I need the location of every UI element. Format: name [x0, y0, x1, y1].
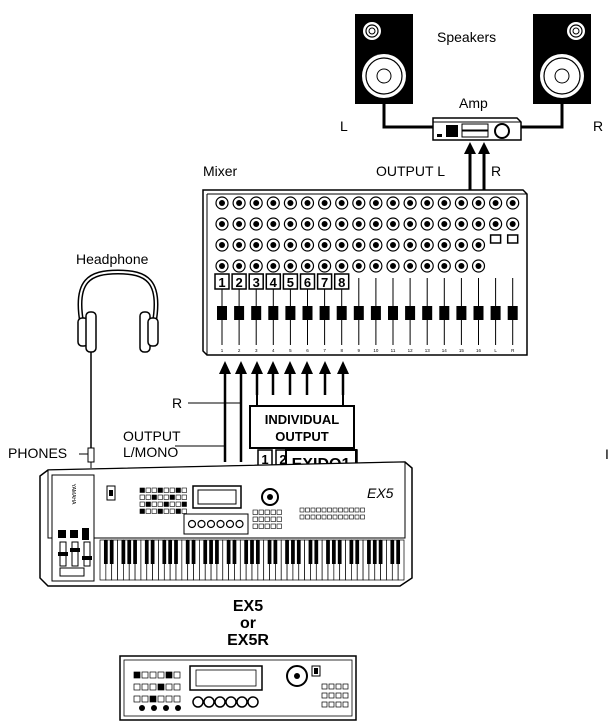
individual-output-box: INDIVIDUAL OUTPUT	[249, 405, 355, 449]
output-r-label: R	[491, 163, 501, 179]
right-channel-label: R	[593, 118, 603, 134]
output-l-mono-label-2: L/MONO	[123, 444, 178, 460]
cutoff-mark: I	[605, 446, 609, 462]
headphone-label: Headphone	[76, 251, 149, 267]
mixer-strip-number: 1	[221, 348, 224, 353]
mixer-strip: 14	[437, 196, 451, 353]
mixer-fader	[234, 306, 245, 320]
mixer-fader	[285, 306, 296, 320]
phones-label: PHONES	[8, 445, 67, 461]
signal-arrows	[219, 361, 349, 462]
mixer-strip-number: 4	[272, 348, 275, 353]
mixer-fader	[353, 306, 364, 320]
speakers-label: Speakers	[437, 29, 496, 45]
individual-output-label-2: OUTPUT	[275, 429, 329, 444]
mixer-strip: 7	[318, 196, 332, 353]
mixer-strip-number: 7	[323, 348, 326, 353]
brand-logo: YAMAHA	[70, 484, 76, 505]
mixer-strip-number: 10	[373, 348, 379, 353]
mixer-fader	[302, 306, 313, 320]
mixer-strip: 6	[300, 196, 315, 353]
mixer-channel-number: 7	[321, 275, 328, 290]
mixer-fader	[370, 306, 381, 320]
amp-label: Amp	[459, 95, 488, 111]
ex5-label: EX5	[233, 598, 263, 615]
mixer-strip-number: 6	[306, 348, 309, 353]
mixer-fader	[251, 306, 262, 320]
mixer-strip: 5	[283, 196, 297, 353]
ex5-keyboard: YAMAHA EX5	[39, 461, 413, 587]
speaker-left	[355, 14, 413, 104]
individual-output-number: 2	[279, 452, 286, 467]
mixer-strip-number: 9	[358, 348, 361, 353]
mixer-strip: 4	[266, 196, 280, 353]
mixer-strip-number: 5	[289, 348, 292, 353]
mixer-fader	[507, 306, 518, 320]
mixer-strip-number: 3	[255, 348, 258, 353]
mixer-strip-number: 12	[408, 348, 414, 353]
cable-speaker-right	[514, 104, 564, 129]
mixer-strip: 12	[403, 196, 417, 353]
mixer-strip: 1	[215, 196, 229, 353]
mixer-fader	[217, 306, 227, 320]
mixer-strip-number: L	[494, 348, 497, 353]
or-label: or	[240, 615, 256, 632]
mixer-channel-number: 1	[218, 275, 225, 290]
mixer-strip-number: 8	[340, 348, 343, 353]
ex5r-rack-unit	[119, 655, 357, 721]
individual-output-number: 1	[261, 452, 268, 467]
mixer-strip: 10	[369, 196, 383, 353]
mixer-channel-number: 5	[287, 275, 294, 290]
headphone	[77, 269, 159, 468]
mixer-fader	[405, 306, 416, 320]
individual-output-label-1: INDIVIDUAL	[265, 412, 339, 427]
mixer-strip: 16	[471, 196, 486, 353]
mixer-strip-number: 13	[425, 348, 431, 353]
mixer-fader	[422, 306, 433, 320]
r-output-label: R	[172, 395, 182, 411]
mixer-channel-number: 4	[270, 275, 278, 290]
mixer-channel-number: 3	[253, 275, 260, 290]
mixer-label: Mixer	[203, 163, 238, 179]
mixer-strip: 8	[335, 196, 349, 353]
mixer-fader	[268, 306, 279, 320]
mixer-strip: 11	[386, 196, 400, 353]
mixer-strip: R	[506, 196, 520, 353]
left-channel-label: L	[340, 118, 348, 134]
amplifier	[432, 117, 522, 141]
cable-speaker-left	[382, 104, 433, 129]
mixer-strip-number: 16	[476, 348, 482, 353]
mixer-fader	[439, 306, 450, 320]
mixer-strip-number: 14	[442, 348, 448, 353]
mixer-strip-number: 11	[391, 348, 396, 353]
ex5r-label: EX5R	[227, 632, 269, 649]
mixer-fader	[388, 306, 398, 320]
mixer-fader	[456, 306, 467, 320]
mixer-strip: 13	[420, 196, 434, 353]
mixer-channel-number: 2	[235, 275, 242, 290]
mixer-strip: 15	[454, 196, 468, 353]
mixer-channel-number: 6	[304, 275, 311, 290]
output-l-label: OUTPUT L	[376, 163, 445, 179]
mixer-fader	[490, 306, 501, 320]
mixer-strip: 3	[249, 196, 263, 353]
mixer-strip: 9	[352, 196, 366, 353]
mixer-strip-number: 2	[238, 348, 241, 353]
mixer-channel-number: 8	[338, 275, 345, 290]
mixer-strip: L	[489, 196, 503, 353]
mixer-fader	[336, 306, 347, 320]
speaker-right	[533, 14, 591, 104]
mixer-fader	[473, 306, 484, 320]
mixer-strip-number: 15	[459, 348, 465, 353]
mixer-fader	[319, 306, 330, 320]
keyboard-logo: EX5	[367, 485, 394, 501]
mixer-strip-number: R	[511, 348, 515, 353]
output-l-mono-label-1: OUTPUT	[123, 428, 181, 444]
